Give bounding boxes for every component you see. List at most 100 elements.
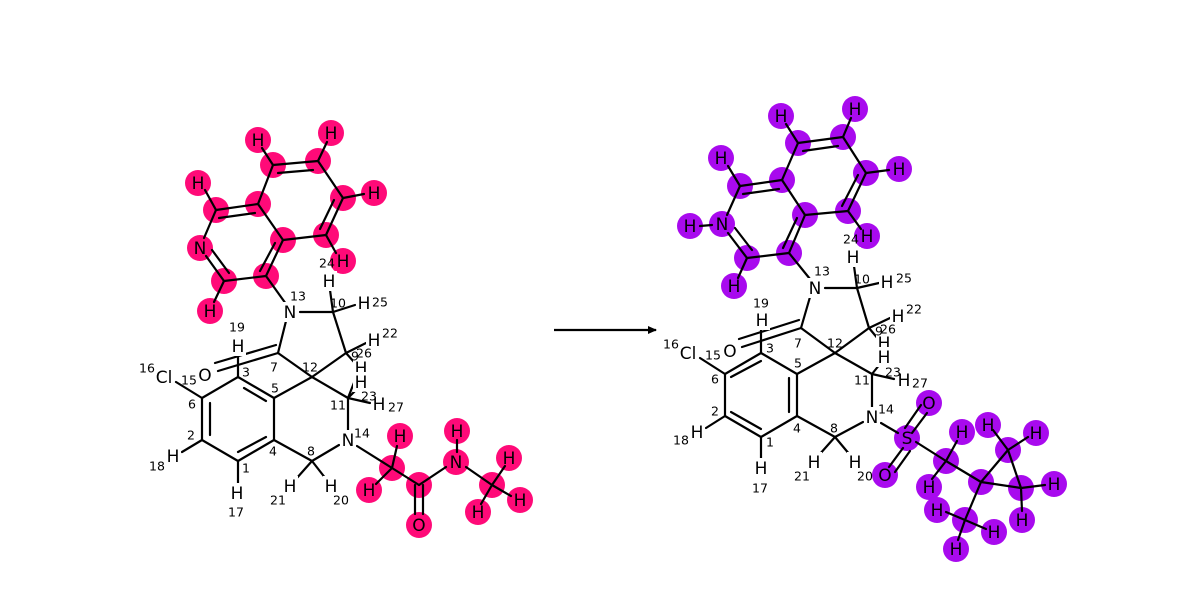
r-atom-label: H bbox=[368, 184, 381, 204]
p-atom-mask bbox=[754, 310, 770, 330]
r-atom-label: H bbox=[232, 337, 245, 357]
p-atom-index: 27 bbox=[912, 376, 928, 391]
r-atom-label: O bbox=[412, 516, 425, 536]
p-atom-index: 5 bbox=[794, 356, 802, 371]
r-atom-index: 26 bbox=[356, 346, 372, 361]
p-atom-index: 24 bbox=[843, 232, 859, 247]
p-atom-mask bbox=[689, 422, 705, 442]
r-atom-label: H bbox=[325, 477, 338, 497]
r-highlight-dot bbox=[387, 423, 413, 449]
p-highlight-dot bbox=[677, 213, 703, 239]
p-highlight-dot bbox=[842, 96, 868, 122]
p-atom-label: H bbox=[1016, 511, 1029, 531]
p-atom-index: 7 bbox=[794, 336, 802, 351]
product-highlight-layer bbox=[677, 96, 1067, 562]
r-atom-mask bbox=[321, 271, 337, 291]
r-atom-index: 5 bbox=[271, 381, 279, 396]
p-atom-mask bbox=[807, 278, 823, 298]
r-atom-index: 19 bbox=[229, 320, 245, 335]
r-atom-index: 14 bbox=[354, 426, 370, 441]
product-bonds bbox=[698, 116, 1047, 542]
p-atom-index: 26 bbox=[880, 322, 896, 337]
r-highlight-dot bbox=[197, 298, 223, 324]
p-atom-label: H bbox=[715, 149, 728, 169]
r-atom-label: H bbox=[323, 272, 336, 292]
r-atom-mask bbox=[366, 330, 382, 350]
p-atom-index: 23 bbox=[885, 365, 901, 380]
r-atom-label: H bbox=[325, 124, 338, 144]
r-atom-label: N bbox=[450, 453, 463, 473]
r-atom-index: 2 bbox=[187, 428, 195, 443]
p-atom-label: H bbox=[1048, 475, 1061, 495]
p-highlight-dot bbox=[1041, 471, 1067, 497]
r-atom-label: H bbox=[368, 331, 381, 351]
r-atom-index: 3 bbox=[242, 365, 250, 380]
p-atom-index: 8 bbox=[830, 421, 838, 436]
p-atom-mask bbox=[876, 347, 892, 367]
r-highlight-dot bbox=[496, 445, 522, 471]
p-atom-index: 17 bbox=[752, 481, 768, 496]
r-atom-mask bbox=[282, 476, 298, 496]
r-atom-index: 16 bbox=[139, 361, 155, 376]
r-atom-index: 6 bbox=[188, 397, 196, 412]
p-atom-mask bbox=[890, 306, 906, 326]
p-atom-label: H bbox=[982, 416, 995, 436]
p-atom-label: H bbox=[893, 160, 906, 180]
p-atom-index: 19 bbox=[753, 296, 769, 311]
r-atom-index: 18 bbox=[149, 459, 165, 474]
p-atom-label: H bbox=[775, 107, 788, 127]
r-atom-label: H bbox=[284, 477, 297, 497]
r-atom-mask bbox=[356, 293, 372, 313]
p-atom-index: 25 bbox=[896, 271, 912, 286]
r-atom-index: 8 bbox=[307, 444, 315, 459]
p-atom-index: 15 bbox=[705, 348, 721, 363]
p-atom-mask bbox=[722, 341, 738, 361]
r-highlight-dot bbox=[465, 499, 491, 525]
r-atom-index: 21 bbox=[270, 493, 286, 508]
p-highlight-dot bbox=[1009, 507, 1035, 533]
p-atom-index: 21 bbox=[794, 469, 810, 484]
r-atom-index: 9 bbox=[351, 349, 359, 364]
p-atom-label: H bbox=[847, 248, 860, 268]
p-atom-label: H bbox=[878, 348, 891, 368]
p-atom-label: S bbox=[902, 429, 913, 449]
p-atom-index: 16 bbox=[663, 337, 679, 352]
r-atom-index: 17 bbox=[228, 505, 244, 520]
p-highlight-dot bbox=[943, 536, 969, 562]
r-highlight-dot bbox=[406, 512, 432, 538]
r-highlight-dot bbox=[507, 487, 533, 513]
p-highlight-dot bbox=[721, 273, 747, 299]
reactant-highlight-layer bbox=[185, 120, 533, 538]
p-atom-label: H bbox=[755, 459, 768, 479]
r-atom-mask bbox=[323, 476, 339, 496]
p-atom-index: 12 bbox=[827, 336, 843, 351]
p-atom-label: H bbox=[956, 423, 969, 443]
r-atom-mask bbox=[156, 367, 172, 387]
p-atom-label: N bbox=[866, 408, 879, 428]
r-atom-index: 24 bbox=[319, 256, 335, 271]
p-atom-label: H bbox=[892, 307, 905, 327]
r-atom-label: H bbox=[204, 302, 217, 322]
p-atom-label: O bbox=[723, 342, 736, 362]
p-atom-mask bbox=[879, 272, 895, 292]
r-highlight-dot bbox=[443, 449, 469, 475]
r-atom-index: 10 bbox=[330, 296, 346, 311]
p-atom-label: H bbox=[881, 273, 894, 293]
p-atom-index: 14 bbox=[878, 402, 894, 417]
p-atom-index: 13 bbox=[814, 264, 830, 279]
r-atom-label: Cl bbox=[156, 368, 173, 388]
p-atom-label: H bbox=[691, 423, 704, 443]
p-atom-index: 9 bbox=[875, 324, 883, 339]
p-atom-index: 20 bbox=[857, 469, 873, 484]
r-atom-label: H bbox=[167, 447, 180, 467]
p-atom-mask bbox=[896, 370, 912, 390]
r-atom-label: H bbox=[394, 427, 407, 447]
p-atom-index: 2 bbox=[711, 404, 719, 419]
r-atom-mask bbox=[353, 372, 369, 392]
r-highlight-dot bbox=[361, 180, 387, 206]
